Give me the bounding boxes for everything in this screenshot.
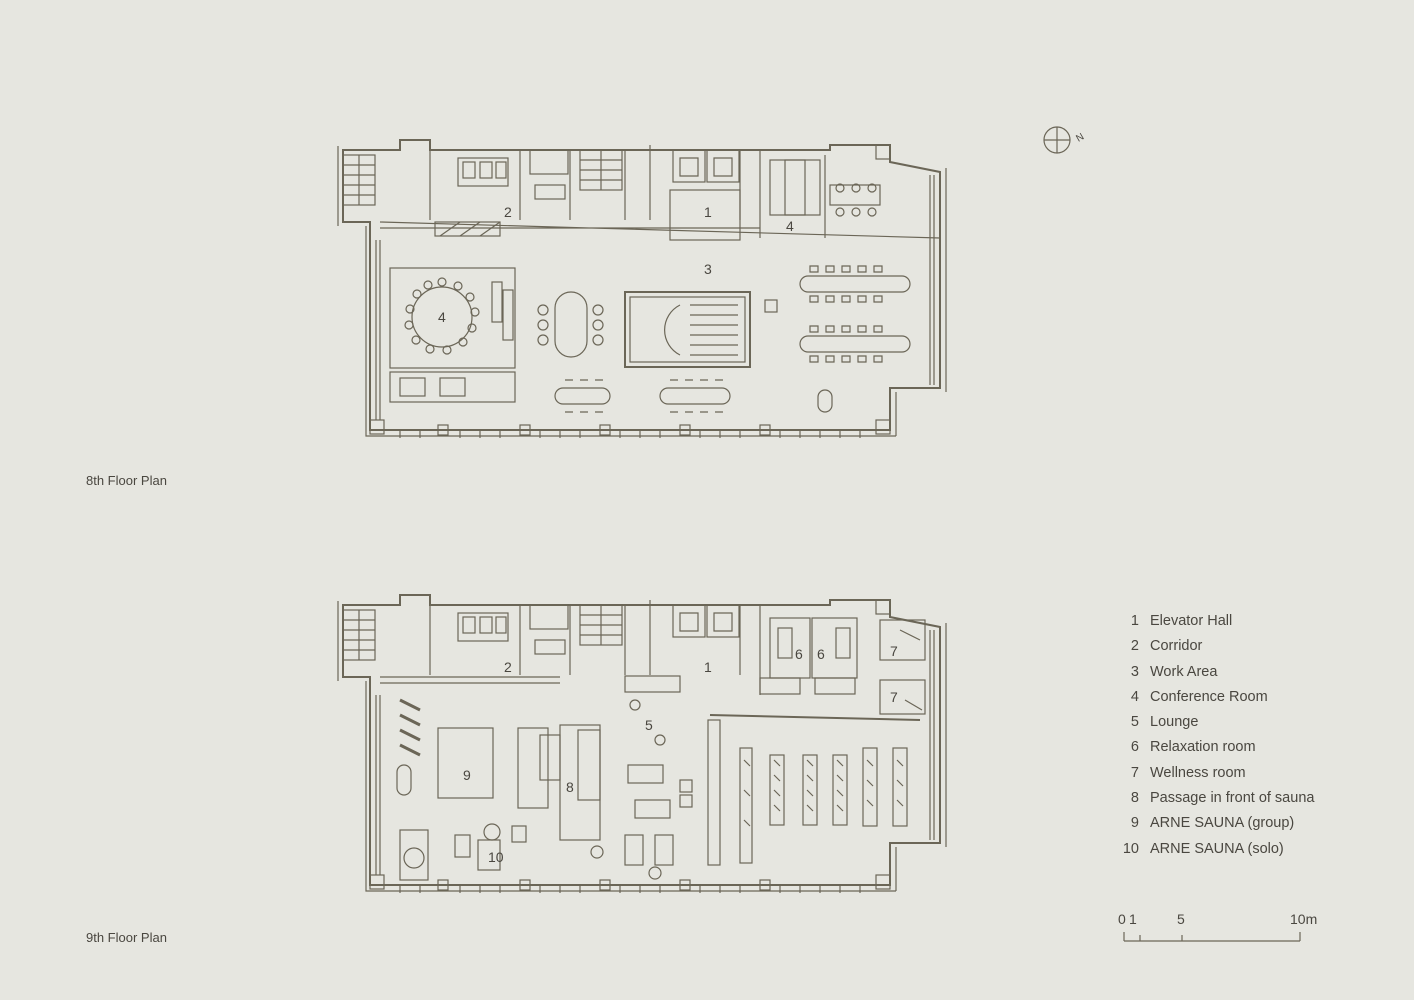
- plan-caption-9th: 9th Floor Plan: [86, 930, 167, 945]
- legend-number: 5: [1130, 714, 1139, 731]
- compass-label: N: [1074, 131, 1086, 144]
- legend-item: 7 Wellness room: [1112, 761, 1314, 786]
- legend-item: 2 Corridor: [1112, 634, 1314, 659]
- legend-label: ARNE SAUNA (solo): [1150, 840, 1284, 857]
- columns-8f: [369, 144, 891, 436]
- legend-number: 6: [1130, 739, 1139, 756]
- legend-number: 3: [1130, 663, 1139, 680]
- scale-label-1: 1: [1129, 911, 1137, 927]
- legend-label: Conference Room: [1150, 688, 1268, 705]
- compass-rose: [1043, 126, 1071, 154]
- scale-label-5: 5: [1177, 911, 1185, 927]
- legend-item: 6 Relaxation room: [1112, 735, 1314, 760]
- scale-bar: [1123, 932, 1301, 942]
- legend-label: Work Area: [1150, 663, 1218, 680]
- legend-label: Lounge: [1150, 714, 1199, 731]
- scale-label-0: 0: [1118, 911, 1126, 927]
- legend-item: 9 ARNE SAUNA (group): [1112, 811, 1314, 836]
- room-number: 8: [566, 779, 574, 795]
- legend-number: 4: [1130, 688, 1139, 705]
- legend-number: 8: [1130, 790, 1139, 807]
- room-number: 5: [645, 717, 653, 733]
- scale-label-10m: 10m: [1290, 911, 1318, 927]
- room-number: 1: [704, 204, 712, 220]
- legend-item: 3 Work Area: [1112, 660, 1314, 685]
- legend-label: Passage in front of sauna: [1150, 790, 1315, 807]
- legend-number: 7: [1130, 764, 1139, 781]
- room-legend: 1 Elevator Hall 2 Corridor 3 Work Area 4 Confer…: [1112, 609, 1315, 862]
- room-number: 2: [504, 204, 512, 220]
- room-number: 4: [786, 218, 794, 234]
- room-number: 6: [795, 646, 803, 662]
- legend-number: 9: [1130, 815, 1139, 832]
- plan-9th-floor: [337, 594, 947, 893]
- legend-number: 2: [1130, 638, 1139, 655]
- room-number: 6: [817, 646, 825, 662]
- legend-item: 5 Lounge: [1112, 710, 1314, 735]
- columns-9f: [369, 599, 891, 891]
- legend-item: 4 Conference Room: [1112, 685, 1314, 710]
- legend-number: 10: [1122, 840, 1139, 857]
- room-number: 3: [704, 261, 712, 277]
- room-number: 4: [438, 309, 446, 325]
- legend-label: Relaxation room: [1150, 739, 1256, 756]
- legend-label: ARNE SAUNA (group): [1150, 815, 1295, 832]
- room-number: 10: [488, 849, 504, 865]
- legend-item: 8 Passage in front of sauna: [1112, 786, 1315, 811]
- legend-label: Wellness room: [1150, 764, 1246, 781]
- legend-item: 1 Elevator Hall: [1112, 609, 1314, 634]
- legend-item: 10 ARNE SAUNA (solo): [1112, 837, 1314, 862]
- plan-8th-floor: [337, 139, 947, 438]
- room-number: 9: [463, 767, 471, 783]
- legend-label: Corridor: [1150, 638, 1203, 655]
- room-number: 7: [890, 643, 898, 659]
- legend-label: Elevator Hall: [1150, 613, 1233, 629]
- room-number: 2: [504, 659, 512, 675]
- room-number: 1: [704, 659, 712, 675]
- legend-number: 1: [1130, 613, 1139, 629]
- plan-caption-8th: 8th Floor Plan: [86, 473, 167, 488]
- room-number: 7: [890, 689, 898, 705]
